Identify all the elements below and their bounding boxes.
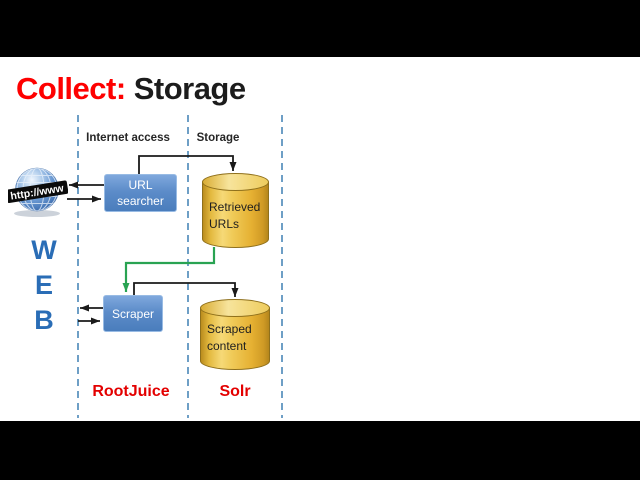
letterbox-bottom (0, 421, 640, 480)
url-searcher-label-line1: URL (128, 178, 153, 192)
connector-searcher-to-retrieved-urls (138, 155, 237, 174)
cylinder-top (200, 299, 270, 317)
lane-divider-left (77, 115, 79, 418)
globe-icon: http://www (8, 167, 68, 217)
url-searcher-label-line2: searcher (117, 194, 164, 208)
cylinder-body (200, 308, 270, 370)
scraped-content-label-line2: content (207, 339, 247, 353)
letterbox-top (0, 0, 640, 57)
cylinder-body (202, 182, 269, 248)
lane-divider-middle (187, 115, 189, 418)
lane-divider-right (281, 115, 283, 418)
scraped-content-cylinder: Scraped content (200, 299, 270, 370)
scraper-label: Scraper (111, 306, 155, 321)
scraped-content-label-line1: Scraped (207, 322, 252, 336)
footer-label-solr: Solr (219, 383, 251, 400)
scraper-node: Scraper (103, 295, 163, 332)
retrieved-urls-label-line1: Retrieved (209, 200, 261, 214)
retrieved-urls-cylinder: Retrieved URLs (202, 173, 269, 248)
web-letter-e: E (34, 270, 53, 300)
connector-layer (67, 155, 239, 325)
web-letter-b: B (34, 305, 54, 335)
retrieved-urls-label-line2: URLs (209, 217, 240, 231)
retrieved-urls-label: Retrieved URLs (209, 199, 260, 233)
title-collect: Collect: (16, 71, 126, 106)
slide-title: Collect:Storage (16, 71, 246, 107)
globe-shadow (14, 210, 60, 217)
url-searcher-node: URL searcher (104, 174, 177, 212)
scraped-content-label: Scraped content (207, 321, 252, 355)
connector-retrieved-urls-to-scraper (122, 247, 216, 292)
web-letter-w: W (31, 235, 57, 265)
slide: Collect:Storage Internet access Storage (0, 57, 640, 421)
lane-label-internet-access: Internet access (86, 132, 170, 144)
title-storage: Storage (133, 71, 246, 106)
lane-label-storage: Storage (196, 132, 240, 144)
footer-label-rootjuice: RootJuice (92, 383, 170, 400)
cylinder-top (202, 173, 269, 191)
